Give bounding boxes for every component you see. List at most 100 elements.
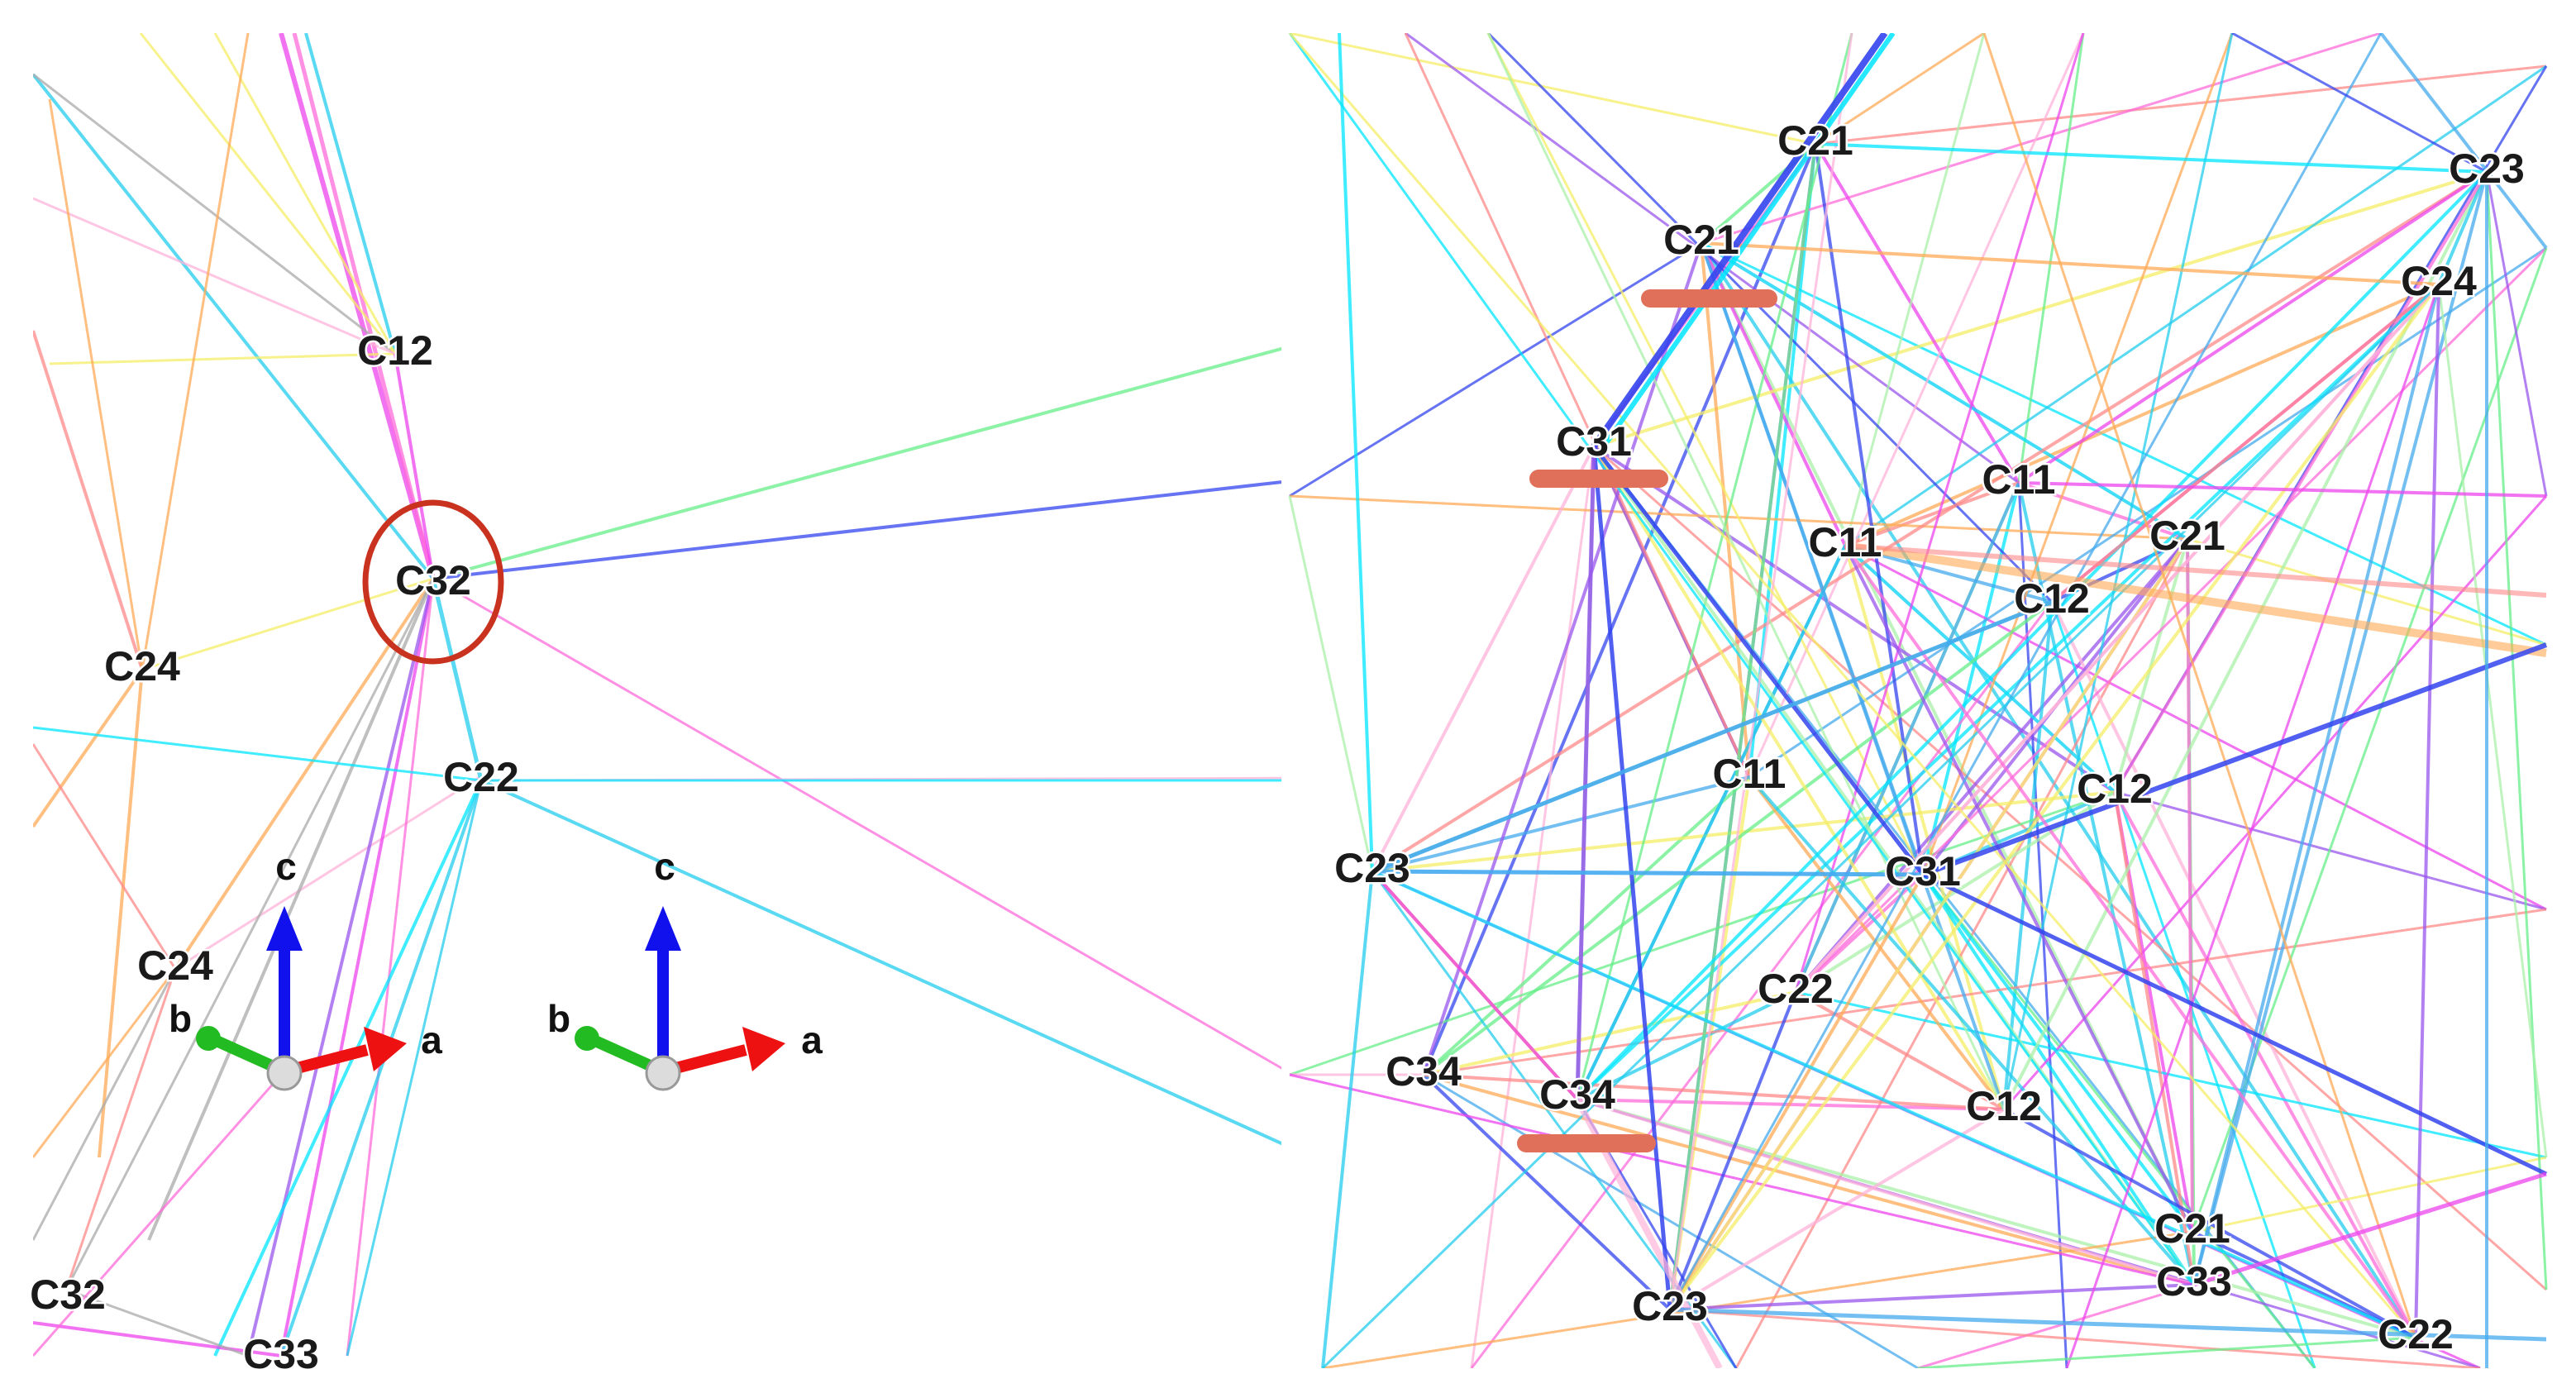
bond-line (1575, 446, 1596, 1100)
bond-line (33, 330, 144, 670)
bond-line (1669, 1307, 2547, 1342)
bond-line (346, 780, 483, 1357)
bond-line (432, 480, 1281, 580)
bond-line (2437, 171, 2488, 285)
bond-line (2113, 791, 2196, 1286)
bond-network-left (33, 33, 1281, 1357)
bond-line (1669, 1283, 2195, 1311)
bond-line (2192, 284, 2440, 1286)
bond-line (2017, 170, 2488, 484)
marker-bars (1517, 289, 1777, 1152)
axis-b-label: b (169, 997, 192, 1040)
atom-label: C21 (2154, 1205, 2230, 1252)
bond-line (2003, 1108, 2416, 1339)
bond-line (1577, 990, 1796, 1101)
bond-line (1288, 33, 2417, 1338)
bond-line (2485, 171, 2548, 497)
bond-line (1844, 33, 1986, 546)
bond-line (1794, 33, 2085, 993)
bond-line (1921, 872, 2548, 1176)
marker-bar-c21 (1641, 289, 1777, 308)
bond-line (1814, 143, 1925, 875)
bond-line (1815, 33, 1985, 146)
bond-line (292, 33, 436, 580)
bond-line (1288, 495, 1374, 872)
axis-triad-left: c a b (169, 845, 442, 1091)
bond-line (1576, 283, 2440, 1101)
atom-label: C33 (2156, 1258, 2232, 1305)
atom-label: C12 (2077, 766, 2153, 812)
atom-label: C11 (1713, 751, 1787, 797)
atom-label: C24 (137, 942, 213, 989)
bond-line (1700, 241, 2189, 541)
bond-line (1577, 1098, 2416, 1339)
atom-label: C23 (2449, 146, 2525, 192)
bond-line (346, 578, 435, 1357)
bond-line (431, 578, 484, 781)
bond-line (48, 98, 144, 670)
bond-line (1289, 33, 1816, 146)
bond-line (304, 33, 397, 355)
bond-line (432, 346, 1281, 580)
bond-line (2186, 538, 2194, 1233)
bond-line (1844, 544, 2417, 1339)
atom-label: C12 (1966, 1083, 2042, 1129)
bond-line (1371, 446, 1596, 872)
bond-line (1371, 870, 2416, 1339)
bond-line (480, 779, 1281, 1146)
bond-line (1844, 541, 2547, 657)
bond-line (1921, 873, 2196, 1286)
bond-line (33, 743, 177, 970)
atom-label: C33 (243, 1331, 319, 1377)
bond-line (1592, 445, 2006, 1111)
bond-line (1423, 1073, 2195, 1286)
bond-line (1921, 642, 2548, 877)
bond-line (33, 968, 177, 1158)
bond-line (1701, 241, 2440, 286)
bond-line (1748, 775, 2196, 1286)
atom-label: C31 (1885, 848, 1961, 894)
bond-line (1371, 870, 1579, 1101)
bond-line (1486, 33, 2006, 1110)
atom-label: C11 (1982, 456, 2056, 503)
atom-label: C22 (2378, 1311, 2454, 1357)
atom-label: C23 (1632, 1283, 1708, 1329)
atom-label-highlighted: C32 (395, 557, 471, 603)
bond-line (1814, 142, 2020, 484)
bond-line (1748, 246, 2547, 779)
bond-line (1844, 544, 2116, 794)
bond-line (1844, 64, 2547, 547)
bond-line (1815, 142, 2488, 174)
bond-line (1668, 283, 2440, 1311)
bond-line (64, 578, 435, 1290)
bond-line (1748, 33, 2085, 778)
bond-line (213, 33, 397, 355)
axis-b-arrow (575, 1026, 599, 1051)
marker-bar-c31 (1529, 470, 1668, 488)
bond-line (1795, 990, 2005, 1111)
bond-line (49, 352, 396, 365)
bond-line (33, 968, 177, 1241)
bond-line (1701, 241, 2547, 646)
bond-line (2231, 33, 2488, 174)
axis-a-arrow (364, 1027, 407, 1071)
atom-label: C23 (1334, 845, 1410, 891)
bond-line (1700, 242, 1751, 778)
atom-labels: C12 C32 C24 C22 C24 C32 C33 C21 C23 C21 … (28, 116, 2527, 1380)
bond-line (139, 33, 397, 355)
bond-line (33, 668, 144, 828)
bond-line (1982, 33, 2417, 1338)
bond-line (2017, 482, 2196, 1286)
bond-line (394, 353, 435, 580)
bond-line (1423, 1073, 1919, 1368)
bond-line (1371, 170, 2488, 873)
bond-line (1371, 599, 2053, 874)
bond-line (147, 578, 435, 1241)
bond-line (1577, 1098, 2195, 1286)
bond-line (1917, 1336, 2416, 1368)
bond-line (33, 1321, 282, 1357)
bond-line (1591, 33, 1888, 449)
bond-line (2414, 284, 2440, 1338)
bond-line (2050, 601, 2417, 1338)
